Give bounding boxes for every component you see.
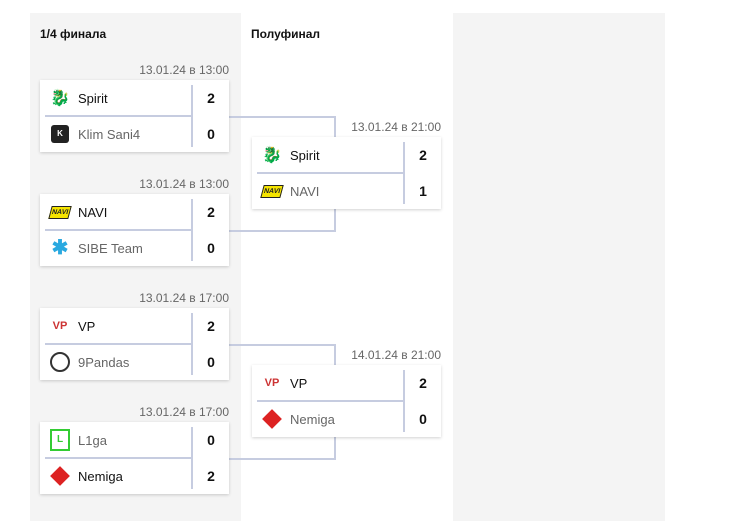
team-score: 2 xyxy=(207,468,215,484)
row-divider xyxy=(257,172,404,174)
team-row[interactable]: NAVI NAVI 2 xyxy=(40,194,229,230)
bracket-connector xyxy=(334,209,336,231)
match-card[interactable]: VP VP 2 Nemiga 0 xyxy=(252,365,441,437)
score-divider xyxy=(191,199,193,261)
team-name: L1ga xyxy=(78,432,107,448)
row-divider xyxy=(45,457,192,459)
team-row[interactable]: 9Pandas 0 xyxy=(40,344,229,380)
bracket-connector xyxy=(334,344,336,365)
team-name: Klim Sani4 xyxy=(78,126,141,142)
bracket-connector xyxy=(334,437,336,459)
score-divider xyxy=(191,313,193,375)
team-score: 2 xyxy=(419,375,427,391)
semifinal-column: Полуфинал xyxy=(241,13,453,521)
match-time: 13.01.24 в 13:00 xyxy=(139,63,229,77)
l1ga-logo-icon: L xyxy=(50,429,70,451)
round-title: 1/4 финала xyxy=(40,27,107,41)
match-time: 13.01.24 в 13:00 xyxy=(139,177,229,191)
team-score: 2 xyxy=(207,318,215,334)
team-name: Spirit xyxy=(290,147,320,163)
score-divider xyxy=(403,142,405,204)
team-row[interactable]: VP VP 2 xyxy=(40,308,229,344)
team-row[interactable]: K Klim Sani4 0 xyxy=(40,116,229,152)
row-divider xyxy=(45,115,192,117)
bracket-connector xyxy=(229,230,336,232)
team-score: 0 xyxy=(207,432,215,448)
team-score: 0 xyxy=(207,240,215,256)
team-row[interactable]: Nemiga 2 xyxy=(40,458,229,494)
score-divider xyxy=(191,85,193,147)
team-row[interactable]: Nemiga 0 xyxy=(252,401,441,437)
row-divider xyxy=(45,229,192,231)
team-name: VP xyxy=(78,318,96,334)
team-name: 9Pandas xyxy=(78,354,130,370)
match-time: 13.01.24 в 17:00 xyxy=(139,291,229,305)
team-row[interactable]: 🐉 Spirit 2 xyxy=(40,80,229,116)
team-score: 0 xyxy=(207,126,215,142)
vp-logo-icon: VP xyxy=(52,320,68,332)
team-score: 1 xyxy=(419,183,427,199)
team-score: 2 xyxy=(207,204,215,220)
match-card[interactable]: 🐉 Spirit 2 K Klim Sani4 0 xyxy=(40,80,229,152)
team-name: SIBE Team xyxy=(78,240,143,256)
sibe-logo-icon: ✱ xyxy=(51,237,69,259)
match-time: 13.01.24 в 21:00 xyxy=(351,120,441,134)
klim-sani4-logo-icon: K xyxy=(50,124,70,144)
navi-logo-icon: NAVI xyxy=(260,181,284,201)
round-title: Полуфинал xyxy=(251,27,321,41)
team-name: Nemiga xyxy=(290,411,335,427)
team-row[interactable]: ✱ SIBE Team 0 xyxy=(40,230,229,266)
team-score: 2 xyxy=(207,90,215,106)
team-score: 0 xyxy=(207,354,215,370)
team-name: Nemiga xyxy=(78,468,123,484)
spirit-logo-icon: 🐉 xyxy=(262,147,282,164)
team-name: Spirit xyxy=(78,90,108,106)
team-row[interactable]: 🐉 Spirit 2 xyxy=(252,137,441,173)
team-score: 0 xyxy=(419,411,427,427)
match-time: 13.01.24 в 17:00 xyxy=(139,405,229,419)
match-card[interactable]: VP VP 2 9Pandas 0 xyxy=(40,308,229,380)
final-column xyxy=(453,13,665,521)
bracket-connector xyxy=(229,458,336,460)
spirit-logo-icon: 🐉 xyxy=(50,90,70,107)
team-row[interactable]: L L1ga 0 xyxy=(40,422,229,458)
match-card[interactable]: L L1ga 0 Nemiga 2 xyxy=(40,422,229,494)
nemiga-logo-icon xyxy=(50,466,70,486)
team-score: 2 xyxy=(419,147,427,163)
nemiga-logo-icon xyxy=(262,409,282,429)
team-name: VP xyxy=(290,375,308,391)
team-row[interactable]: NAVI NAVI 1 xyxy=(252,173,441,209)
match-time: 14.01.24 в 21:00 xyxy=(351,348,441,362)
row-divider xyxy=(45,343,192,345)
bracket-connector xyxy=(229,116,336,118)
row-divider xyxy=(257,400,404,402)
navi-logo-icon: NAVI xyxy=(48,202,72,222)
bracket-connector xyxy=(229,344,336,346)
team-name: NAVI xyxy=(78,204,108,220)
team-row[interactable]: VP VP 2 xyxy=(252,365,441,401)
bracket-connector xyxy=(334,116,336,137)
score-divider xyxy=(403,370,405,432)
team-name: NAVI xyxy=(290,183,320,199)
score-divider xyxy=(191,427,193,489)
match-card[interactable]: NAVI NAVI 2 ✱ SIBE Team 0 xyxy=(40,194,229,266)
9pandas-logo-icon xyxy=(50,352,70,372)
match-card[interactable]: 🐉 Spirit 2 NAVI NAVI 1 xyxy=(252,137,441,209)
vp-logo-icon: VP xyxy=(264,377,280,389)
